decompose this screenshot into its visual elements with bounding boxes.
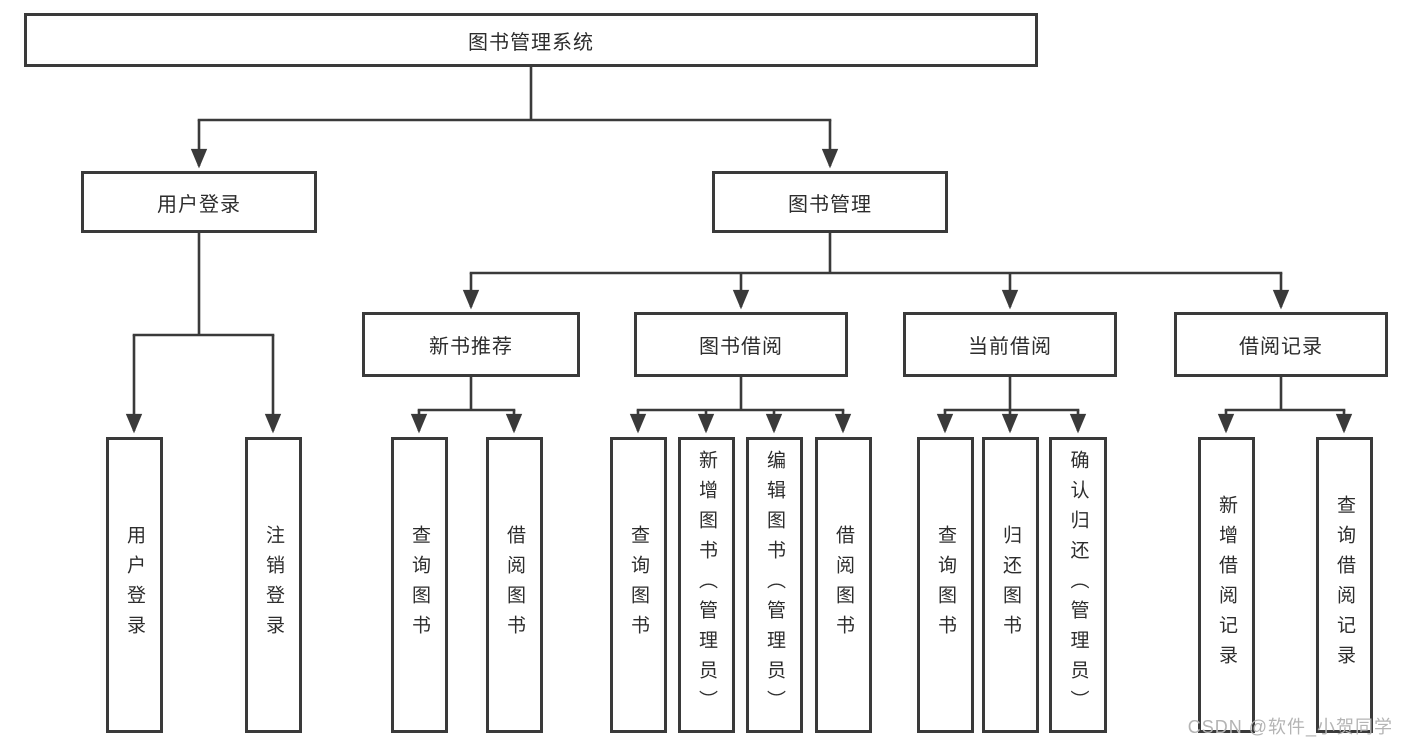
node-book-management: 图书管理 <box>712 171 948 233</box>
leaf-borrowing-query-books: 查询图书 <box>610 437 667 733</box>
leaf-current-return-books: 归还图书 <box>982 437 1039 733</box>
leaf-recommend-borrow-books: 借阅图书 <box>486 437 543 733</box>
csdn-watermark: CSDN @软件_小贺同学 <box>1187 717 1393 737</box>
leaf-borrowing-add-books-admin: 新增图书（管理员） <box>678 437 735 733</box>
node-user-login: 用户登录 <box>81 171 317 233</box>
leaf-borrowing-edit-books-admin: 编辑图书（管理员） <box>746 437 803 733</box>
node-book-borrowing: 图书借阅 <box>634 312 848 377</box>
leaf-logout: 注销登录 <box>245 437 302 733</box>
node-new-book-recommend: 新书推荐 <box>362 312 580 377</box>
node-borrow-records: 借阅记录 <box>1174 312 1388 377</box>
leaf-user-login: 用户登录 <box>106 437 163 733</box>
leaf-current-confirm-return-admin: 确认归还（管理员） <box>1049 437 1107 733</box>
node-current-borrowing: 当前借阅 <box>903 312 1117 377</box>
leaf-current-query-books: 查询图书 <box>917 437 974 733</box>
leaf-borrowing-borrow-books: 借阅图书 <box>815 437 872 733</box>
leaf-records-add-borrow-record: 新增借阅记录 <box>1198 437 1255 733</box>
leaf-recommend-query-books: 查询图书 <box>391 437 448 733</box>
leaf-records-query-borrow-record: 查询借阅记录 <box>1316 437 1373 733</box>
node-library-system-root: 图书管理系统 <box>24 13 1038 67</box>
